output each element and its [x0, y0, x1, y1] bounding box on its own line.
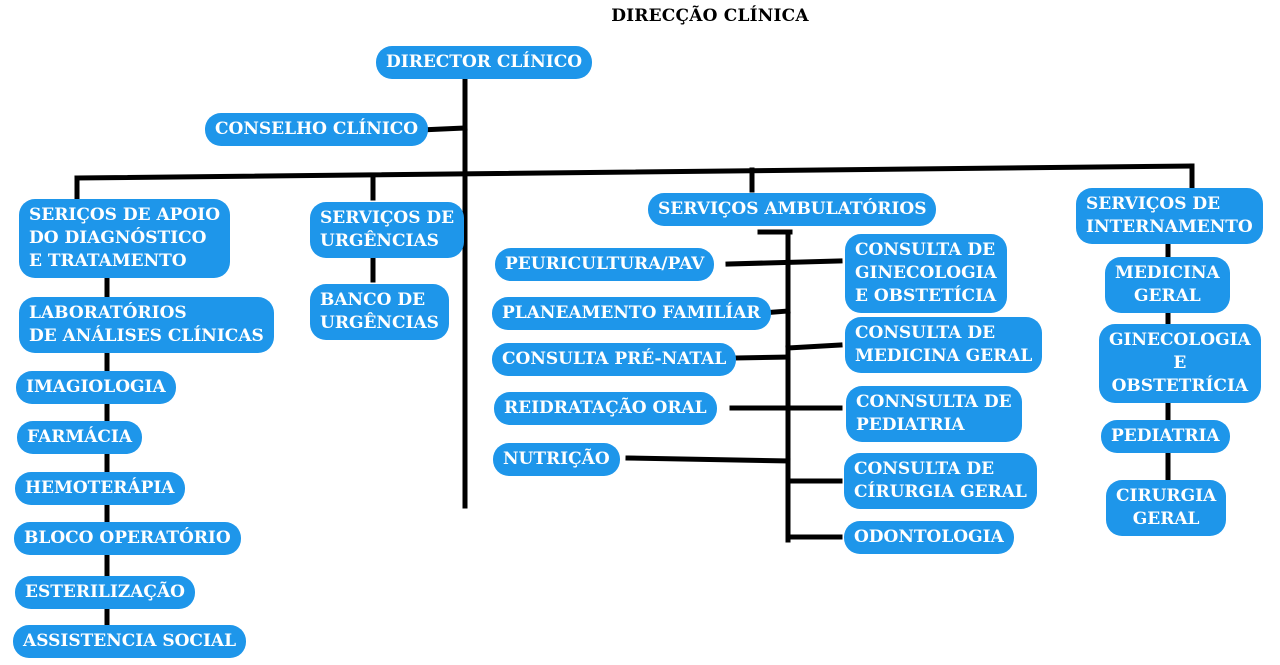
- apoio-item-farmacia[interactable]: FARMÁCIA: [19, 423, 141, 452]
- amb-right-ginecologia[interactable]: CONSULTA DE GINECOLOGIA E OBSTETÍCIA: [847, 236, 1005, 311]
- apoio-header-box[interactable]: SERIÇOS DE APOIO DO DIAGNÓSTICO E TRATAM…: [21, 201, 229, 276]
- amb-left-peuricultura[interactable]: PEURICULTURA/PAV: [497, 250, 713, 279]
- intern-item-cirurgia-geral[interactable]: CIRURGIA GERAL: [1108, 482, 1225, 534]
- apoio-item-hemoterapia[interactable]: HEMOTERÁPIA: [17, 474, 183, 503]
- amb-right-medicina-geral[interactable]: CONSULTA DE MEDICINA GERAL: [847, 319, 1041, 371]
- amb-left-planeamento[interactable]: PLANEAMENTO FAMILÍAR: [494, 299, 769, 328]
- internamento-header-box[interactable]: SERVIÇOS DE INTERNAMENTO: [1078, 190, 1261, 242]
- amb-left-nutricao[interactable]: NUTRIÇÃO: [495, 445, 618, 474]
- amb-left-reidratacao[interactable]: REIDRATAÇÃO ORAL: [496, 394, 715, 423]
- apoio-item-assistencia-social[interactable]: ASSISTENCIA SOCIAL: [15, 627, 245, 656]
- amb-right-cirurgia-geral[interactable]: CONSULTA DE CÍRURGIA GERAL: [846, 455, 1035, 507]
- apoio-item-imagiologia[interactable]: IMAGIOLOGIA: [18, 373, 174, 402]
- connector-amb-right-2: [785, 342, 843, 351]
- connector-amb-left-1: [725, 258, 843, 267]
- ambulatorios-header-box[interactable]: SERVIÇOS AMBULATÓRIOS: [650, 195, 935, 224]
- director-clinico-box[interactable]: DIRECTOR CLÍNICO: [378, 48, 591, 77]
- amb-left-pre-natal[interactable]: CONSULTA PRÉ-NATAL: [494, 345, 735, 374]
- apoio-item-bloco-operatorio[interactable]: BLOCO OPERATÓRIO: [16, 524, 239, 553]
- amb-right-pediatria[interactable]: CONNSULTA DE PEDIATRIA: [848, 388, 1020, 440]
- intern-item-medicina-geral[interactable]: MEDICINA GERAL: [1107, 259, 1228, 311]
- connector-conselho: [417, 125, 468, 133]
- apoio-item-esterilizacao[interactable]: ESTERILIZAÇÃO: [17, 578, 193, 607]
- intern-item-pediatria[interactable]: PEDIATRIA: [1103, 422, 1228, 451]
- conselho-clinico-box[interactable]: CONSELHO CLÍNICO: [207, 115, 427, 144]
- intern-item-ginecologia[interactable]: GINECOLOGIA E OBSTETRÍCIA: [1101, 326, 1259, 401]
- apoio-item-laboratorios[interactable]: LABORATÓRIOS DE ANÁLISES CLÍNICAS: [21, 299, 272, 351]
- amb-right-odontologia[interactable]: ODONTOLOGIA: [846, 523, 1012, 552]
- connector-bus: [74, 163, 1195, 181]
- connector-amb-left-3: [733, 354, 791, 361]
- connector-amb-left-5: [625, 455, 791, 464]
- page-title: DIRECÇÃO CLÍNICA: [611, 6, 809, 26]
- urgencias-item-banco[interactable]: BANCO DE URGÊNCIAS: [312, 286, 447, 338]
- urgencias-header-box[interactable]: SERVIÇOS DE URGÊNCIAS: [312, 204, 463, 256]
